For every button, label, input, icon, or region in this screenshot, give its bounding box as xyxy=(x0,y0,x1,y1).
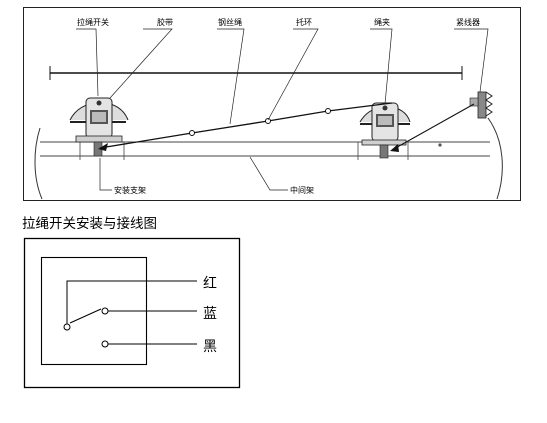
wire-label-red: 红 xyxy=(203,276,217,292)
wire-red xyxy=(66,280,197,325)
label-belt: 胶带 xyxy=(157,17,173,27)
terminal-black xyxy=(101,340,109,348)
label-rope-clamp: 绳夹 xyxy=(374,17,390,27)
wire-label-black: 黑 xyxy=(203,339,217,355)
switch-blade xyxy=(69,308,102,324)
left-drum-curve xyxy=(34,127,43,200)
tensioner xyxy=(469,91,493,119)
label-tensioner: 紧线器 xyxy=(456,17,480,27)
wiring-outer-frame xyxy=(23,237,241,389)
label-middle-frame: 中间架 xyxy=(290,185,314,195)
wire-label-blue: 蓝 xyxy=(203,306,217,322)
terminal-common xyxy=(63,323,71,331)
label-wire-rope: 钢丝绳 xyxy=(218,17,242,27)
pull-rope-switch-right xyxy=(359,102,411,159)
label-mounting-bracket: 安装支架 xyxy=(114,185,146,195)
pull-rope-switch-left xyxy=(69,97,129,157)
label-pull-rope-switch: 拉绳开关 xyxy=(77,17,109,27)
wire-rope-return xyxy=(391,103,475,151)
installation-diagram: 拉绳开关 胶带 钢丝绳 托环 绳夹 紧线器 安装支架 中间架 xyxy=(23,7,521,201)
right-drum-curve xyxy=(487,117,503,200)
label-support-ring: 托环 xyxy=(296,17,312,27)
terminal-blue xyxy=(101,307,109,315)
wiring-section-title: 拉绳开关安装与接线图 xyxy=(22,216,157,232)
